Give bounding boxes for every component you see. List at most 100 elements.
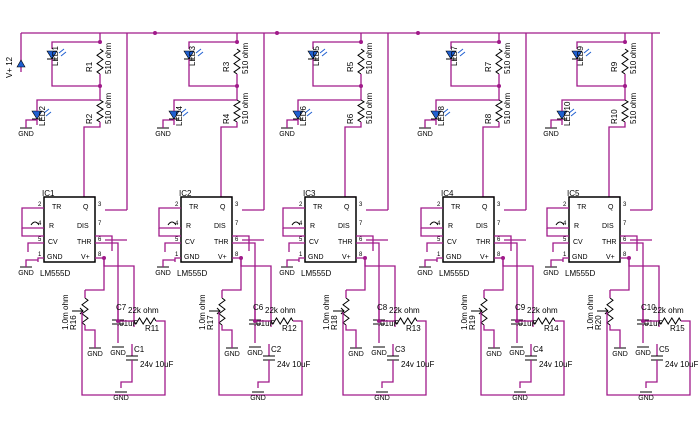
- ground-symbol: GND: [348, 347, 364, 358]
- pin-number-cv: 5: [437, 237, 441, 243]
- pin-label-tr: TR: [451, 204, 460, 211]
- wire: [286, 119, 298, 128]
- ground-label: GND: [543, 270, 559, 277]
- ground-symbol: GND: [509, 346, 525, 357]
- wire: [51, 59, 100, 87]
- wire: [95, 257, 135, 327]
- wire: [282, 207, 305, 229]
- wire: [561, 99, 625, 111]
- ground-symbol: GND: [543, 266, 559, 277]
- pin-label-dis: DIS: [476, 223, 488, 230]
- junction-dot: [377, 319, 381, 323]
- wire: [84, 325, 96, 340]
- resistor-top-name: R5: [346, 61, 355, 72]
- resistor-22k-value: 22k ohm: [527, 306, 558, 315]
- wire: [550, 119, 562, 128]
- resistor-22k-name: R12: [282, 324, 297, 333]
- pin-label-dis: DIS: [602, 223, 614, 230]
- pin-number-tr: 2: [437, 202, 441, 208]
- resistor-top: [357, 48, 365, 75]
- wire: [366, 33, 389, 211]
- ground-label: GND: [512, 395, 528, 402]
- pin-number-dis: 7: [235, 221, 239, 227]
- led-top-label: LED1: [51, 45, 60, 66]
- chip-notch-mark: [555, 221, 565, 226]
- wire: [297, 99, 361, 111]
- wire: [494, 257, 534, 327]
- capacitor-timing-name: C7: [116, 303, 127, 312]
- wire: [342, 312, 427, 396]
- junction-dot: [153, 31, 157, 35]
- pin-label-cv: CV: [447, 239, 457, 246]
- capacitor-timing-name: C8: [377, 303, 388, 312]
- ground-symbol: GND: [87, 347, 103, 358]
- pin-number-gnd: 1: [437, 252, 441, 258]
- wire: [218, 312, 303, 396]
- pin-label-vp: V+: [480, 254, 489, 261]
- ground-symbol: GND: [155, 266, 171, 277]
- junction-dot: [416, 31, 420, 35]
- diode-triangle: [183, 50, 195, 60]
- ground-label: GND: [279, 131, 295, 138]
- chip-notch-mark: [30, 221, 40, 226]
- ground-symbol: GND: [110, 346, 126, 357]
- ground-label: GND: [417, 131, 433, 138]
- resistor-bottom-name: R4: [222, 113, 231, 124]
- ground-symbol: GND: [18, 266, 34, 277]
- pin-label-thr: THR: [77, 239, 91, 246]
- capacitor-timing-name: C9: [515, 303, 526, 312]
- resistor-top-name: R7: [484, 61, 493, 72]
- pin-number-gnd: 1: [563, 252, 567, 258]
- led-bottom-label: LED4: [175, 105, 184, 126]
- resistor-top-name: R3: [222, 61, 231, 72]
- led-bottom: [556, 108, 577, 120]
- wire: [282, 228, 305, 237]
- resistor-22k: [394, 317, 418, 325]
- chip-body: [442, 196, 495, 263]
- chip-part-number: LM555D: [40, 269, 70, 278]
- chip-ref: IC5: [567, 189, 580, 198]
- potentiometer: [480, 297, 488, 326]
- wire: [552, 242, 569, 252]
- pin-label-q: Q: [482, 204, 488, 211]
- wire: [645, 372, 658, 388]
- wire: [620, 242, 644, 321]
- pin-number-q: 3: [235, 202, 239, 208]
- wire: [162, 119, 174, 128]
- ground-label: GND: [486, 351, 502, 358]
- potentiometer: [342, 297, 350, 326]
- diode-triangle: [571, 50, 583, 60]
- led-top-label: LED3: [188, 45, 197, 66]
- chip-ref: IC2: [179, 189, 192, 198]
- wire: [27, 242, 44, 252]
- chip-body: [43, 196, 96, 263]
- pin-number-gnd: 1: [299, 252, 303, 258]
- capacitor-bulk-value: 24v 10uF: [665, 360, 698, 369]
- capacitor-timing-name: C6: [253, 303, 264, 312]
- pin-label-r: R: [186, 223, 191, 230]
- pin-number-dis: 7: [359, 221, 363, 227]
- pin-label-gnd: GND: [572, 254, 588, 261]
- wire: [37, 257, 44, 262]
- chip-body: [568, 196, 621, 263]
- wire: [576, 59, 625, 87]
- wire: [436, 257, 443, 262]
- resistor-bottom: [357, 99, 365, 123]
- pin-number-cv: 5: [563, 237, 567, 243]
- resistor-bottom: [96, 99, 104, 123]
- pin-label-dis: DIS: [77, 223, 89, 230]
- pin-label-thr: THR: [214, 239, 228, 246]
- ground-symbol: GND: [250, 391, 266, 402]
- wire: [480, 312, 565, 396]
- capacitor-bulk: [525, 344, 537, 372]
- pin-label-cv: CV: [573, 239, 583, 246]
- pin-number-tr: 2: [175, 202, 179, 208]
- wire: [381, 372, 394, 388]
- capacitor-bulk: [263, 344, 275, 372]
- wire: [25, 119, 37, 128]
- capacitor-timing-value: .01uF: [378, 319, 399, 328]
- wire: [81, 312, 166, 396]
- wire: [608, 122, 626, 198]
